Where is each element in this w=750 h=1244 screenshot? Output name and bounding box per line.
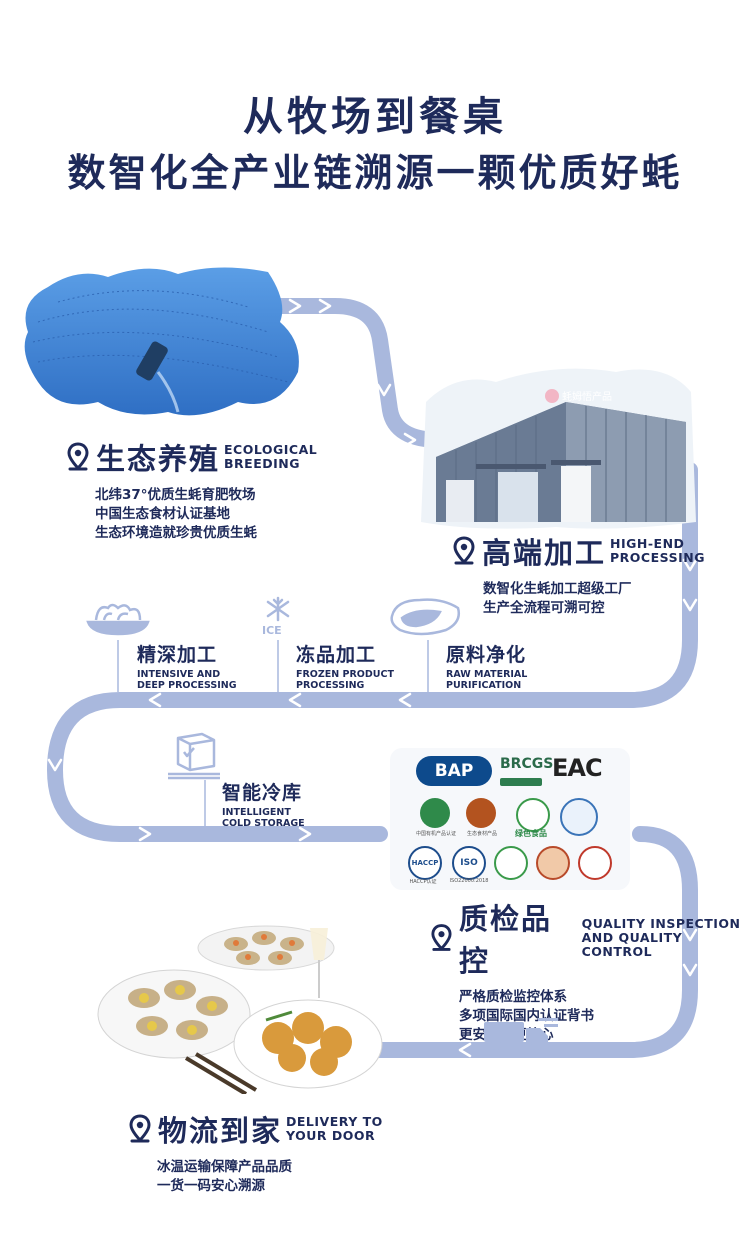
ice-label: ICE	[262, 624, 282, 637]
page-title-line1: 从牧场到餐桌	[243, 94, 507, 140]
delivery-title: 物流到家	[158, 1114, 283, 1148]
haccp-logo: HACCP	[408, 846, 442, 880]
green-food-logo	[516, 798, 550, 832]
breeding-line-1: 北纬37°优质生蚝育肥牧场	[95, 487, 256, 503]
location-pin-icon	[453, 536, 475, 565]
mountain-cert-logo	[494, 846, 528, 880]
step-2-title: 冻品加工	[296, 644, 377, 666]
bap-logo: BAP	[416, 756, 492, 786]
breeding-title-en-2: BREEDING	[224, 456, 300, 471]
organic-cert-logo	[420, 798, 450, 828]
quality-line-2: 多项国际国内认证背书	[459, 1008, 594, 1024]
processing-title: 高端加工	[482, 536, 607, 570]
storage-en-2: COLD STORAGE	[222, 818, 305, 829]
section-quality: 质检品控 QUALITY INSPECTION AND QUALITY CONT…	[430, 896, 750, 1045]
gi-logo	[536, 846, 570, 880]
processing-line-1: 数智化生蚝加工超级工厂	[483, 581, 632, 597]
famous-brand-logo	[578, 846, 612, 880]
step-1-en-2: DEEP PROCESSING	[137, 680, 237, 691]
brcgs-logo: BRCGS	[500, 756, 554, 772]
location-pin-icon	[67, 442, 89, 471]
processing-title-en-1: HIGH-END	[610, 536, 685, 551]
section-delivery: 物流到家 DELIVERY TO YOUR DOOR 冰温运输保障产品品质 一货…	[128, 1108, 383, 1196]
iso-logo: ISO	[452, 846, 486, 880]
breeding-title: 生态养殖	[96, 442, 221, 476]
iso-caption: ISO22000:2018	[449, 878, 489, 884]
snowflake-ice-icon: ICE	[262, 596, 290, 637]
eac-logo: EAC	[552, 754, 603, 782]
storage-en-1: INTELLIGENT	[222, 807, 291, 818]
step-purification: 原料净化 RAW MATERIAL PURIFICATION	[446, 640, 527, 691]
haccp-caption: HACCP认证	[409, 879, 437, 885]
step-frozen-processing: 冻品加工 FROZEN PRODUCT PROCESSING	[296, 640, 394, 691]
green-food-caption: 绿色食品	[515, 829, 547, 838]
section-processing: 高端加工 HIGH-END PROCESSING 数智化生蚝加工超级工厂 生产全…	[452, 530, 705, 618]
page-title-line2: 数智化全产业链溯源一颗优质好蚝	[67, 151, 683, 195]
breeding-title-en-1: ECOLOGICAL	[224, 442, 318, 457]
eco-caption: 生态食材产品	[466, 831, 497, 837]
delivery-line-2: 一货一码安心溯源	[157, 1178, 265, 1194]
step-3-en-1: RAW MATERIAL	[446, 669, 528, 680]
step-2-en-1: FROZEN PRODUCT	[296, 669, 394, 680]
oyster-dishes-photo	[97, 925, 383, 1094]
eco-food-logo	[466, 798, 496, 828]
box-pallet-icon	[168, 732, 220, 780]
step-2-en-2: PROCESSING	[296, 680, 365, 691]
step-1-en-1: INTENSIVE AND	[137, 669, 221, 680]
step-3-en-2: PURIFICATION	[446, 680, 522, 691]
noodle-bowl-icon	[86, 603, 150, 636]
delivery-title-en-1: DELIVERY TO	[286, 1114, 383, 1129]
section-breeding: 生态养殖 ECOLOGICAL BREEDING 北纬37°优质生蚝育肥牧场 中…	[66, 436, 317, 543]
blue-seal-logo	[560, 798, 598, 836]
location-pin-icon	[431, 924, 452, 951]
factory-photo: 蚝姆悟产品	[421, 368, 696, 529]
delivery-truck-icon	[484, 1018, 558, 1050]
step-deep-processing: 精深加工 INTENSIVE AND DEEP PROCESSING	[137, 640, 237, 691]
brcgs-bar	[500, 778, 542, 786]
storage-title: 智能冷库	[222, 782, 303, 804]
delivery-title-en-2: YOUR DOOR	[286, 1128, 376, 1143]
step-cold-storage: 智能冷库 INTELLIGENT COLD STORAGE	[222, 778, 305, 829]
oyster-icon	[390, 598, 460, 636]
breeding-line-2: 中国生态食材认证基地	[95, 506, 230, 522]
sea-farm-photo	[24, 267, 299, 416]
delivery-line-1: 冰温运输保障产品品质	[157, 1159, 292, 1175]
quality-title-en-2: AND QUALITY CONTROL	[581, 930, 683, 959]
quality-line-1: 严格质检监控体系	[459, 989, 567, 1005]
organic-caption: 中国有机产品认证	[416, 831, 457, 837]
bap-text: BAP	[434, 761, 474, 781]
quality-title: 质检品控	[458, 902, 552, 978]
step-3-title: 原料净化	[446, 644, 527, 666]
processing-line-2: 生产全流程可溯可控	[483, 600, 605, 616]
breeding-line-3: 生态环境造就珍贵优质生蚝	[95, 525, 257, 541]
location-pin-icon	[129, 1114, 151, 1143]
step-1-title: 精深加工	[137, 644, 218, 666]
quality-title-en-1: QUALITY INSPECTION	[581, 916, 741, 931]
processing-title-en-2: PROCESSING	[610, 550, 705, 565]
factory-sign: 蚝姆悟产品	[562, 390, 612, 403]
